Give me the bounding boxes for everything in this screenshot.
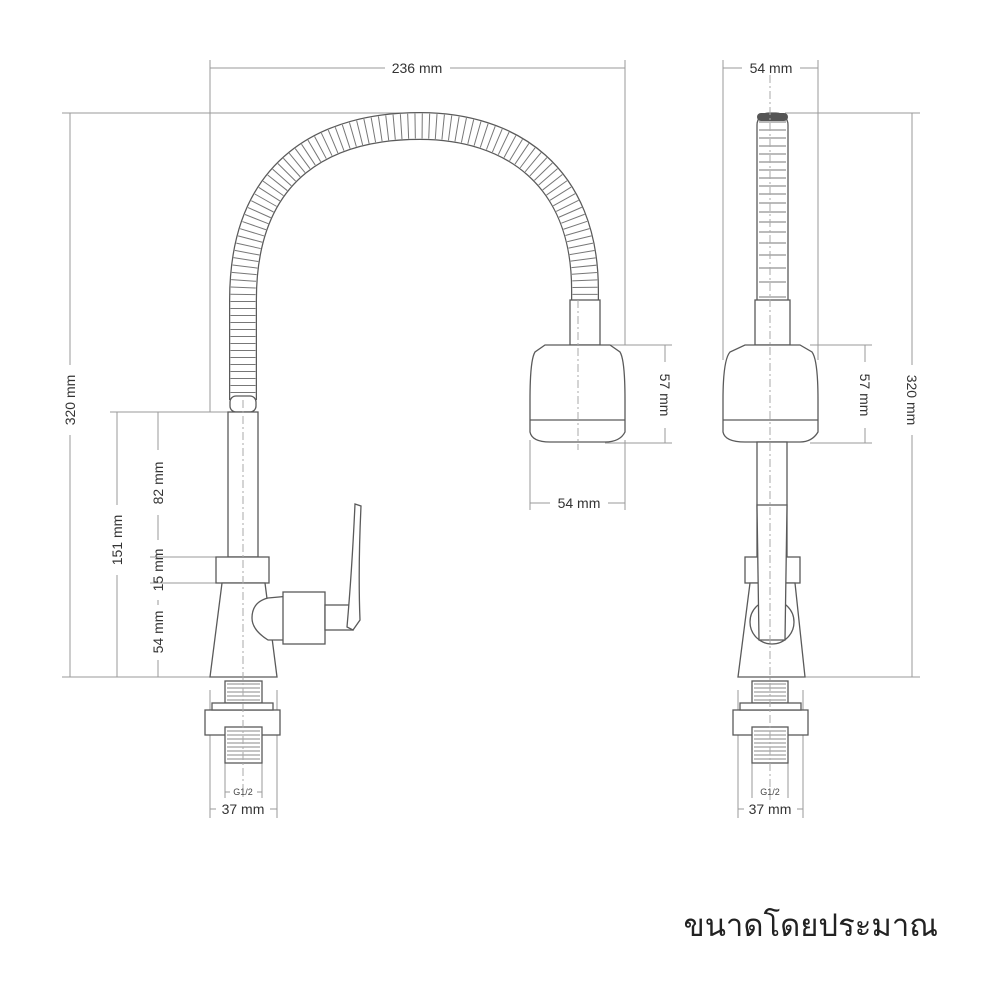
head-width-label: 54 mm [558, 495, 601, 511]
spray-head [529, 344, 626, 443]
lever-handle[interactable] [346, 503, 362, 631]
side-dimension-lines [722, 60, 920, 818]
base-height-label: 54 mm [150, 611, 166, 654]
handle-hub [251, 595, 291, 641]
hose-tip [757, 113, 788, 121]
approximate-size-caption: ขนาดโดยประมาณ [683, 908, 938, 944]
flexible-hose [229, 111, 599, 400]
front-height-label: 320 mm [62, 375, 78, 426]
body-height-label: 151 mm [109, 515, 125, 566]
handle-cartridge [282, 591, 326, 645]
hose-neck [569, 299, 601, 346]
side-head-height-label: 57 mm [857, 374, 873, 417]
head-height-label: 57 mm [657, 374, 673, 417]
side-hose [756, 112, 789, 314]
thread-width-label: 37 mm [222, 801, 265, 817]
collar-height-label: 15 mm [150, 549, 166, 592]
side-width-label: 54 mm [750, 60, 793, 76]
side-height-label: 320 mm [904, 375, 920, 426]
side-hose-neck [754, 299, 791, 346]
front-width-label: 236 mm [392, 60, 443, 76]
side-thread-width-label: 37 mm [749, 801, 792, 817]
side-thread-size-label: G1/2 [760, 787, 780, 797]
stem-length-label: 82 mm [150, 462, 166, 505]
side-view: 54 mm 57 mm 320 mm G1/2 37 mm [722, 60, 920, 818]
thread-size-label: G1/2 [233, 787, 253, 797]
side-lever-handle[interactable] [756, 504, 788, 641]
side-spray-head [722, 344, 819, 443]
front-dimension-lines [62, 60, 672, 818]
front-view: 236 mm 320 mm 151 mm 82 mm 15 mm 54 mm 5… [62, 60, 673, 818]
